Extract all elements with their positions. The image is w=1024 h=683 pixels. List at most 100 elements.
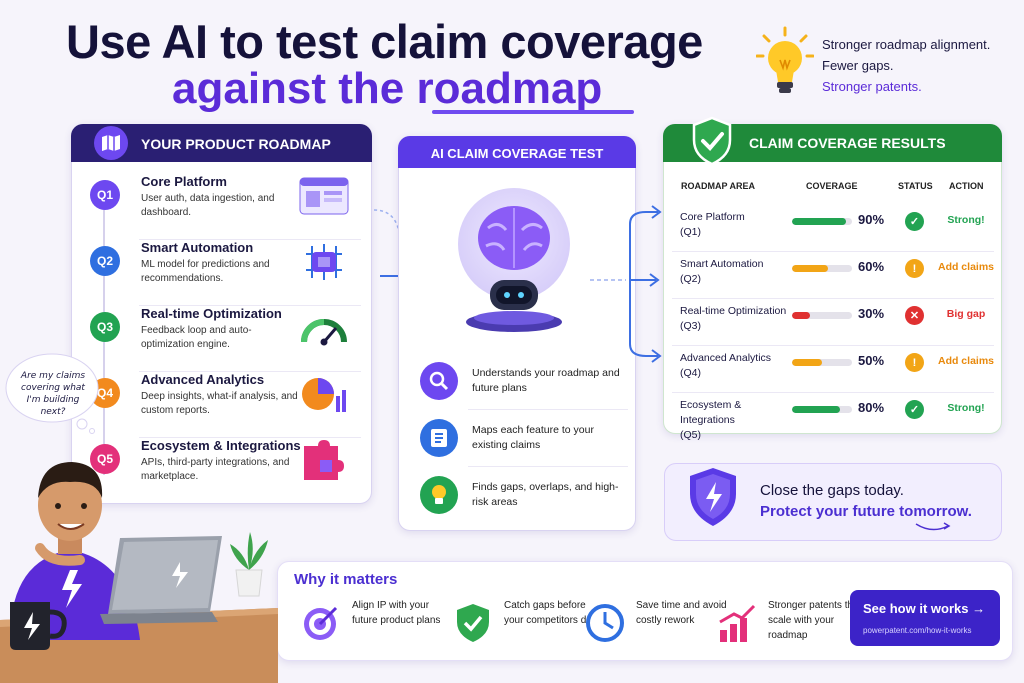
roadmap-item-q1: Q1Core PlatformUser auth, data ingestion… bbox=[84, 174, 366, 240]
shield-bolt-icon bbox=[686, 466, 740, 528]
coverage-percent: 90% bbox=[858, 212, 884, 227]
coverage-bar-fill bbox=[792, 218, 846, 225]
lightbulb-icon bbox=[420, 476, 458, 514]
divider bbox=[672, 345, 994, 346]
area-name: Real-time Optimization bbox=[680, 304, 795, 319]
check-circle-icon: ✓ bbox=[905, 400, 924, 419]
roadmap-item-name: Smart Automation bbox=[141, 240, 253, 255]
roadmap-area: Advanced Analytics(Q4) bbox=[680, 351, 795, 381]
plant-icon bbox=[224, 530, 274, 600]
tagline-2: Fewer gaps. bbox=[822, 55, 990, 76]
divider bbox=[468, 466, 628, 467]
chip-brain-icon bbox=[298, 240, 350, 284]
divider bbox=[672, 392, 994, 393]
roadmap-area: Smart Automation(Q2) bbox=[680, 257, 795, 287]
swoosh-arrow-icon bbox=[914, 520, 954, 534]
tagline-1: Stronger roadmap alignment. bbox=[822, 34, 990, 55]
coverage-bar-fill bbox=[792, 312, 810, 319]
shield-check-icon bbox=[452, 602, 494, 644]
check-circle-icon: ✓ bbox=[905, 212, 924, 231]
target-icon bbox=[300, 602, 342, 644]
area-name: Core Platform bbox=[680, 210, 795, 225]
roadmap-item-desc: Deep insights, what-if analysis, and cus… bbox=[141, 390, 301, 418]
button-url: powerpatent.com/how-it-works bbox=[863, 626, 971, 635]
ai-brain-robot-icon bbox=[452, 180, 576, 340]
magnifier-icon bbox=[420, 362, 458, 400]
roadmap-item-desc: APIs, third-party integrations, and mark… bbox=[141, 456, 301, 484]
coverage-bar bbox=[792, 265, 852, 272]
why-item-3: Save time and avoid costly rework bbox=[584, 598, 724, 646]
mug-icon bbox=[6, 598, 68, 652]
taglines: Stronger roadmap alignment. Fewer gaps. … bbox=[822, 34, 990, 97]
roadmap-item-name: Real-time Optimization bbox=[141, 306, 282, 321]
why-item-2: Catch gaps before your competitors do bbox=[452, 598, 592, 646]
see-how-it-works-button[interactable]: See how it works → powerpatent.com/how-i… bbox=[850, 590, 1000, 646]
coverage-bar bbox=[792, 359, 852, 366]
action-label: Add claims bbox=[934, 261, 998, 273]
divider bbox=[672, 298, 994, 299]
area-quarter: (Q4) bbox=[680, 366, 795, 381]
why-item-1: Align IP with your future product plans bbox=[300, 598, 440, 646]
page-title-line1: Use AI to test claim coverage bbox=[66, 14, 703, 69]
action-label: Big gap bbox=[934, 308, 998, 320]
growth-bars-icon bbox=[716, 602, 758, 644]
quarter-badge: Q2 bbox=[90, 246, 120, 276]
lightbulb-icon bbox=[756, 26, 814, 100]
quarter-badge: Q3 bbox=[90, 312, 120, 342]
roadmap-item-name: Core Platform bbox=[141, 174, 227, 189]
roadmap-item-q4: Q4Advanced AnalyticsDeep insights, what-… bbox=[84, 372, 366, 438]
speedometer-icon bbox=[298, 306, 350, 350]
why-item-4: Stronger patents that scale with your ro… bbox=[716, 598, 856, 646]
coverage-bar-fill bbox=[792, 406, 840, 413]
tagline-3: Stronger patents. bbox=[822, 76, 990, 97]
results-row: Ecosystem & Integrations(Q5)80%✓Strong! bbox=[672, 394, 994, 440]
action-label: Strong! bbox=[934, 214, 998, 226]
divider bbox=[672, 251, 994, 252]
why-heading: Why it matters bbox=[294, 571, 397, 588]
roadmap-item-name: Advanced Analytics bbox=[141, 372, 264, 387]
roadmap-item-q2: Q2 Smart Automation ML model for predictio… bbox=[84, 240, 366, 306]
coverage-bar bbox=[792, 312, 852, 319]
ai-step-text: Understands your roadmap and future plan… bbox=[472, 366, 622, 396]
col-status: STATUS bbox=[898, 181, 933, 191]
roadmap-area: Core Platform(Q1) bbox=[680, 210, 795, 240]
area-name: Ecosystem & Integrations bbox=[680, 398, 795, 428]
coverage-percent: 80% bbox=[858, 400, 884, 415]
col-roadmap-area: ROADMAP AREA bbox=[681, 181, 755, 191]
ai-test-heading: AI CLAIM COVERAGE TEST bbox=[398, 136, 636, 168]
coverage-percent: 60% bbox=[858, 259, 884, 274]
roadmap-item-desc: ML model for predictions and recommendat… bbox=[141, 258, 301, 286]
area-quarter: (Q5) bbox=[680, 428, 795, 443]
flow-arrow-right bbox=[590, 200, 666, 370]
error-circle-icon: ✕ bbox=[905, 306, 924, 325]
results-row: Real-time Optimization(Q3)30%✕Big gap bbox=[672, 300, 994, 346]
area-quarter: (Q3) bbox=[680, 319, 795, 334]
results-row: Smart Automation(Q2)60%!Add claims bbox=[672, 253, 994, 299]
ai-step-2: Maps each feature to your existing claim… bbox=[420, 419, 630, 467]
coverage-bar bbox=[792, 218, 852, 225]
roadmap-item-q3: Q3 Real-time OptimizationFeedback loop an… bbox=[84, 306, 366, 372]
roadmap-item-desc: Feedback loop and auto-optimization engi… bbox=[141, 324, 301, 352]
dashboard-window-icon bbox=[298, 174, 350, 218]
coverage-bar-fill bbox=[792, 359, 822, 366]
warning-circle-icon: ! bbox=[905, 353, 924, 372]
roadmap-item-desc: User auth, data ingestion, and dashboard… bbox=[141, 192, 301, 220]
ai-step-text: Maps each feature to your existing claim… bbox=[472, 423, 622, 453]
title-line2-text: against the roadmap bbox=[172, 64, 602, 113]
cta-line2: Protect your future tomorrow. bbox=[760, 503, 972, 520]
button-label: See how it works → bbox=[863, 601, 985, 616]
bubble-text: Are my claims covering what I'm building… bbox=[14, 370, 92, 418]
roadmap-area: Real-time Optimization(Q3) bbox=[680, 304, 795, 334]
cta-line1: Close the gaps today. bbox=[760, 482, 904, 499]
area-name: Smart Automation bbox=[680, 257, 795, 272]
area-name: Advanced Analytics bbox=[680, 351, 795, 366]
coverage-bar bbox=[792, 406, 852, 413]
results-row: Core Platform(Q1)90%✓Strong! bbox=[672, 206, 994, 252]
title-underline bbox=[432, 110, 634, 114]
coverage-percent: 50% bbox=[858, 353, 884, 368]
map-icon bbox=[94, 126, 128, 160]
clock-icon bbox=[584, 602, 626, 644]
why-item-text: Align IP with your future product plans bbox=[352, 598, 452, 628]
action-label: Add claims bbox=[934, 355, 998, 367]
divider bbox=[468, 409, 628, 410]
